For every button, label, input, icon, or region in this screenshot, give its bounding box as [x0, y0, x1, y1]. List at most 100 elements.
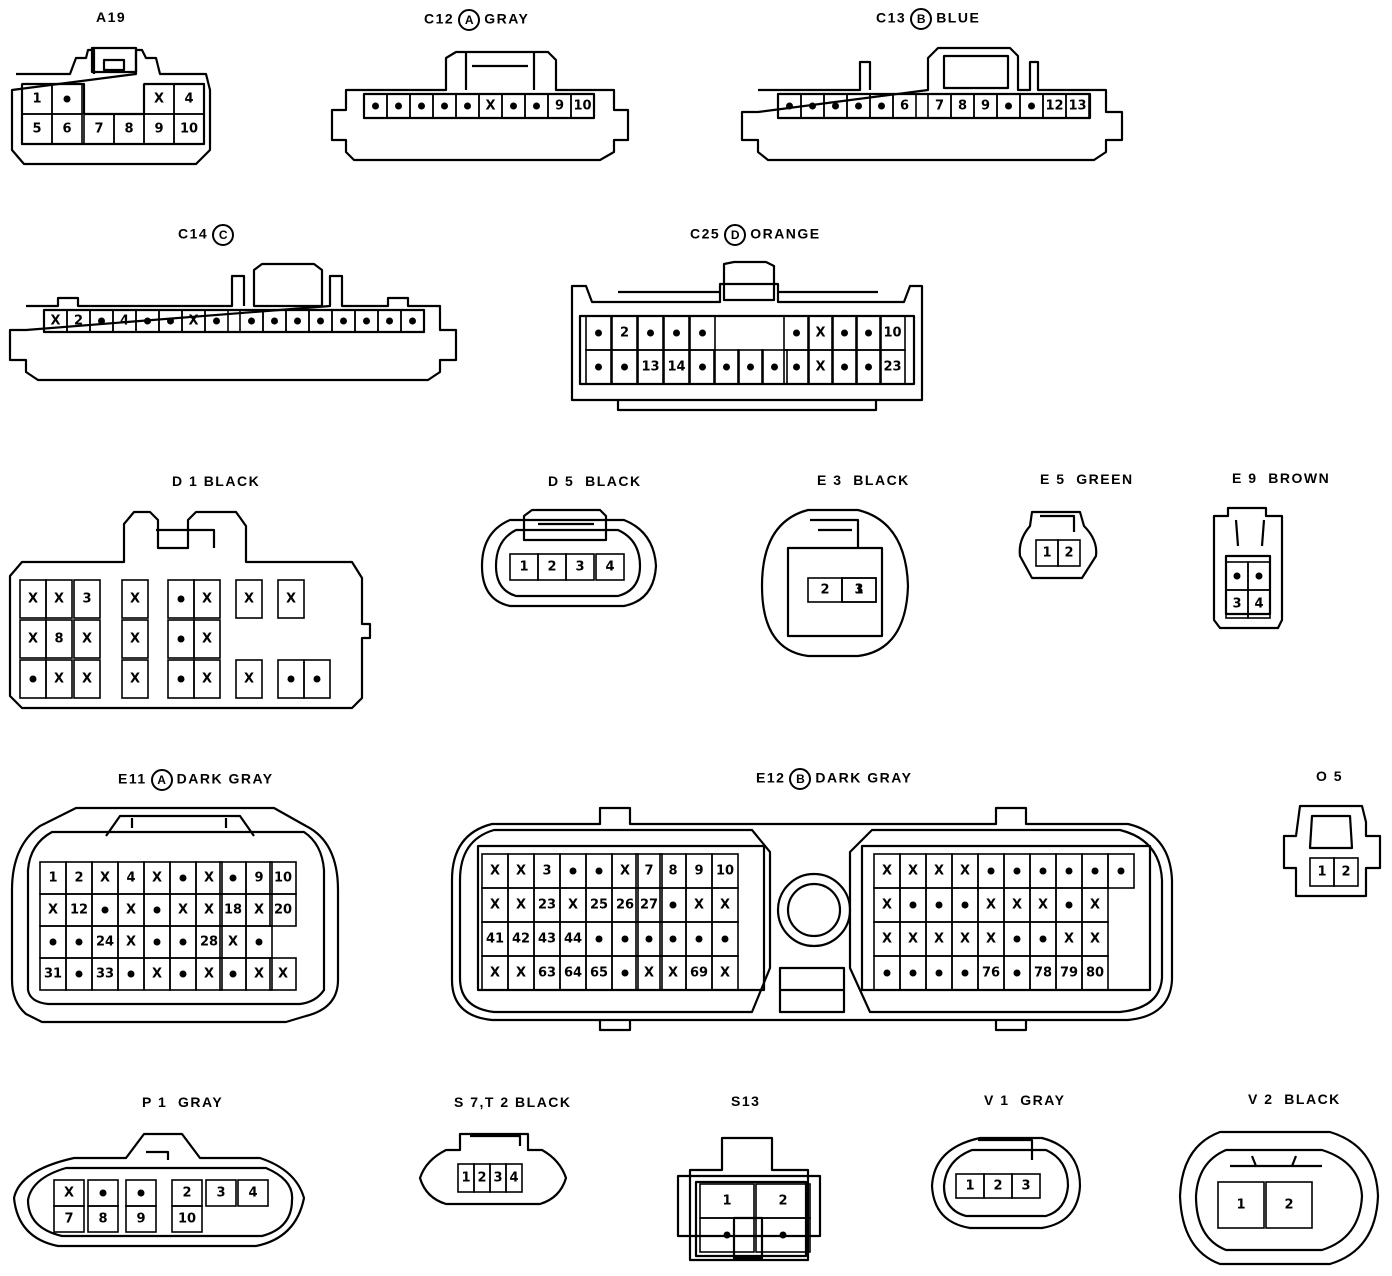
pin-dot: [595, 363, 602, 371]
pin-dot: [669, 901, 677, 909]
pin-dot: [99, 1189, 107, 1197]
pin-dot: [1255, 572, 1263, 580]
pin-dot: [464, 102, 471, 110]
pin-cell-c25: [689, 349, 716, 385]
pin-label: 3: [854, 583, 863, 598]
pin-cell-e12: [711, 955, 739, 991]
pin-cell-e5: [1057, 539, 1081, 567]
pin-cell-e3: [841, 577, 877, 603]
pin-dot: [340, 317, 347, 325]
pin-dot: [878, 102, 885, 110]
pin-cell-d1: [121, 659, 149, 699]
pin-label: X: [54, 672, 64, 687]
pin-label: 1: [965, 1179, 974, 1194]
pin-label: 4: [184, 92, 193, 107]
pin-label: X: [1012, 898, 1022, 913]
pin-label: X: [48, 903, 58, 918]
pin-dot: [144, 317, 151, 325]
pin-dot: [363, 317, 370, 325]
pin-cell-d1: [121, 619, 149, 659]
pin-cell-c25: [611, 349, 638, 385]
pin-label: 4: [509, 1171, 518, 1186]
pin-label: 28: [200, 935, 218, 950]
pin-label: X: [882, 932, 892, 947]
pin-cell-e11: [195, 957, 223, 991]
pin-label: X: [204, 871, 214, 886]
pin-label: 1: [461, 1171, 470, 1186]
pin-cell-e12: [1107, 853, 1135, 889]
pin-cell-c25: [807, 349, 834, 385]
pin-label: 1: [48, 871, 57, 886]
pin-dot: [49, 938, 57, 946]
pin-dot: [294, 317, 301, 325]
pin-label: 4: [126, 871, 135, 886]
pin-cell-p1: [125, 1205, 157, 1233]
pin-label: 23: [538, 898, 556, 913]
pin-dot: [255, 938, 263, 946]
label-s13: S13: [731, 1093, 761, 1109]
pin-cell-v1: [1011, 1173, 1041, 1199]
pin-dot: [595, 867, 603, 875]
pin-cell-c14: [204, 309, 229, 333]
pin-dot: [229, 874, 237, 882]
pin-label: 10: [573, 99, 591, 114]
pin-label: X: [960, 864, 970, 879]
pin-label: 27: [640, 898, 658, 913]
pin-label: 8: [958, 99, 967, 114]
pin-label: 3: [542, 864, 551, 879]
pin-cell-e11: [269, 957, 297, 991]
pin-dot: [883, 969, 891, 977]
pin-dot: [229, 970, 237, 978]
pin-label: X: [126, 903, 136, 918]
pin-dot: [29, 675, 37, 683]
pin-label: 6: [900, 99, 909, 114]
pin-label: 2: [74, 314, 83, 329]
pin-label: X: [908, 864, 918, 879]
pin-label: X: [934, 864, 944, 879]
pin-dot: [317, 317, 324, 325]
pin-label: 3: [575, 560, 584, 575]
pin-label: 7: [644, 864, 653, 879]
pin-label: 2: [547, 560, 556, 575]
pin-label: 2: [993, 1179, 1002, 1194]
pin-dot: [793, 329, 800, 337]
pin-dot: [1039, 867, 1047, 875]
pin-cell-c13: [1065, 93, 1090, 119]
pin-label: 2: [1064, 546, 1073, 561]
pin-cell-c25: [831, 349, 858, 385]
pin-dot: [127, 970, 135, 978]
pin-label: X: [152, 871, 162, 886]
pin-label: X: [228, 935, 238, 950]
pin-dot: [1091, 867, 1099, 875]
pin-label: X: [188, 314, 198, 329]
connector-d1-body: [8, 510, 372, 710]
pin-cell-e12: [635, 955, 663, 991]
pin-label: X: [82, 632, 92, 647]
pin-label: X: [960, 932, 970, 947]
pin-cell-d1: [45, 659, 73, 699]
pin-dot: [841, 329, 848, 337]
pin-dot: [865, 363, 872, 371]
label-e5: E 5 GREEN: [1040, 471, 1134, 487]
pin-label: X: [278, 967, 288, 982]
pin-label: X: [986, 898, 996, 913]
pin-dot: [909, 901, 917, 909]
pin-label: 12: [1045, 99, 1063, 114]
pin-label: 2: [620, 326, 629, 341]
pin-label: 9: [555, 99, 564, 114]
pin-dot: [372, 102, 379, 110]
pin-cell-d1: [303, 659, 331, 699]
pin-label: 7: [94, 122, 103, 137]
pin-dot: [177, 675, 185, 683]
pin-label: X: [154, 92, 164, 107]
pin-cell-c25: [879, 349, 906, 385]
pin-label: X: [202, 632, 212, 647]
pin-label: 18: [224, 903, 242, 918]
pin-cell-s13: [699, 1217, 755, 1253]
pin-label: X: [130, 592, 140, 607]
pin-label: 1: [519, 560, 528, 575]
pin-cell-d5: [565, 553, 595, 581]
